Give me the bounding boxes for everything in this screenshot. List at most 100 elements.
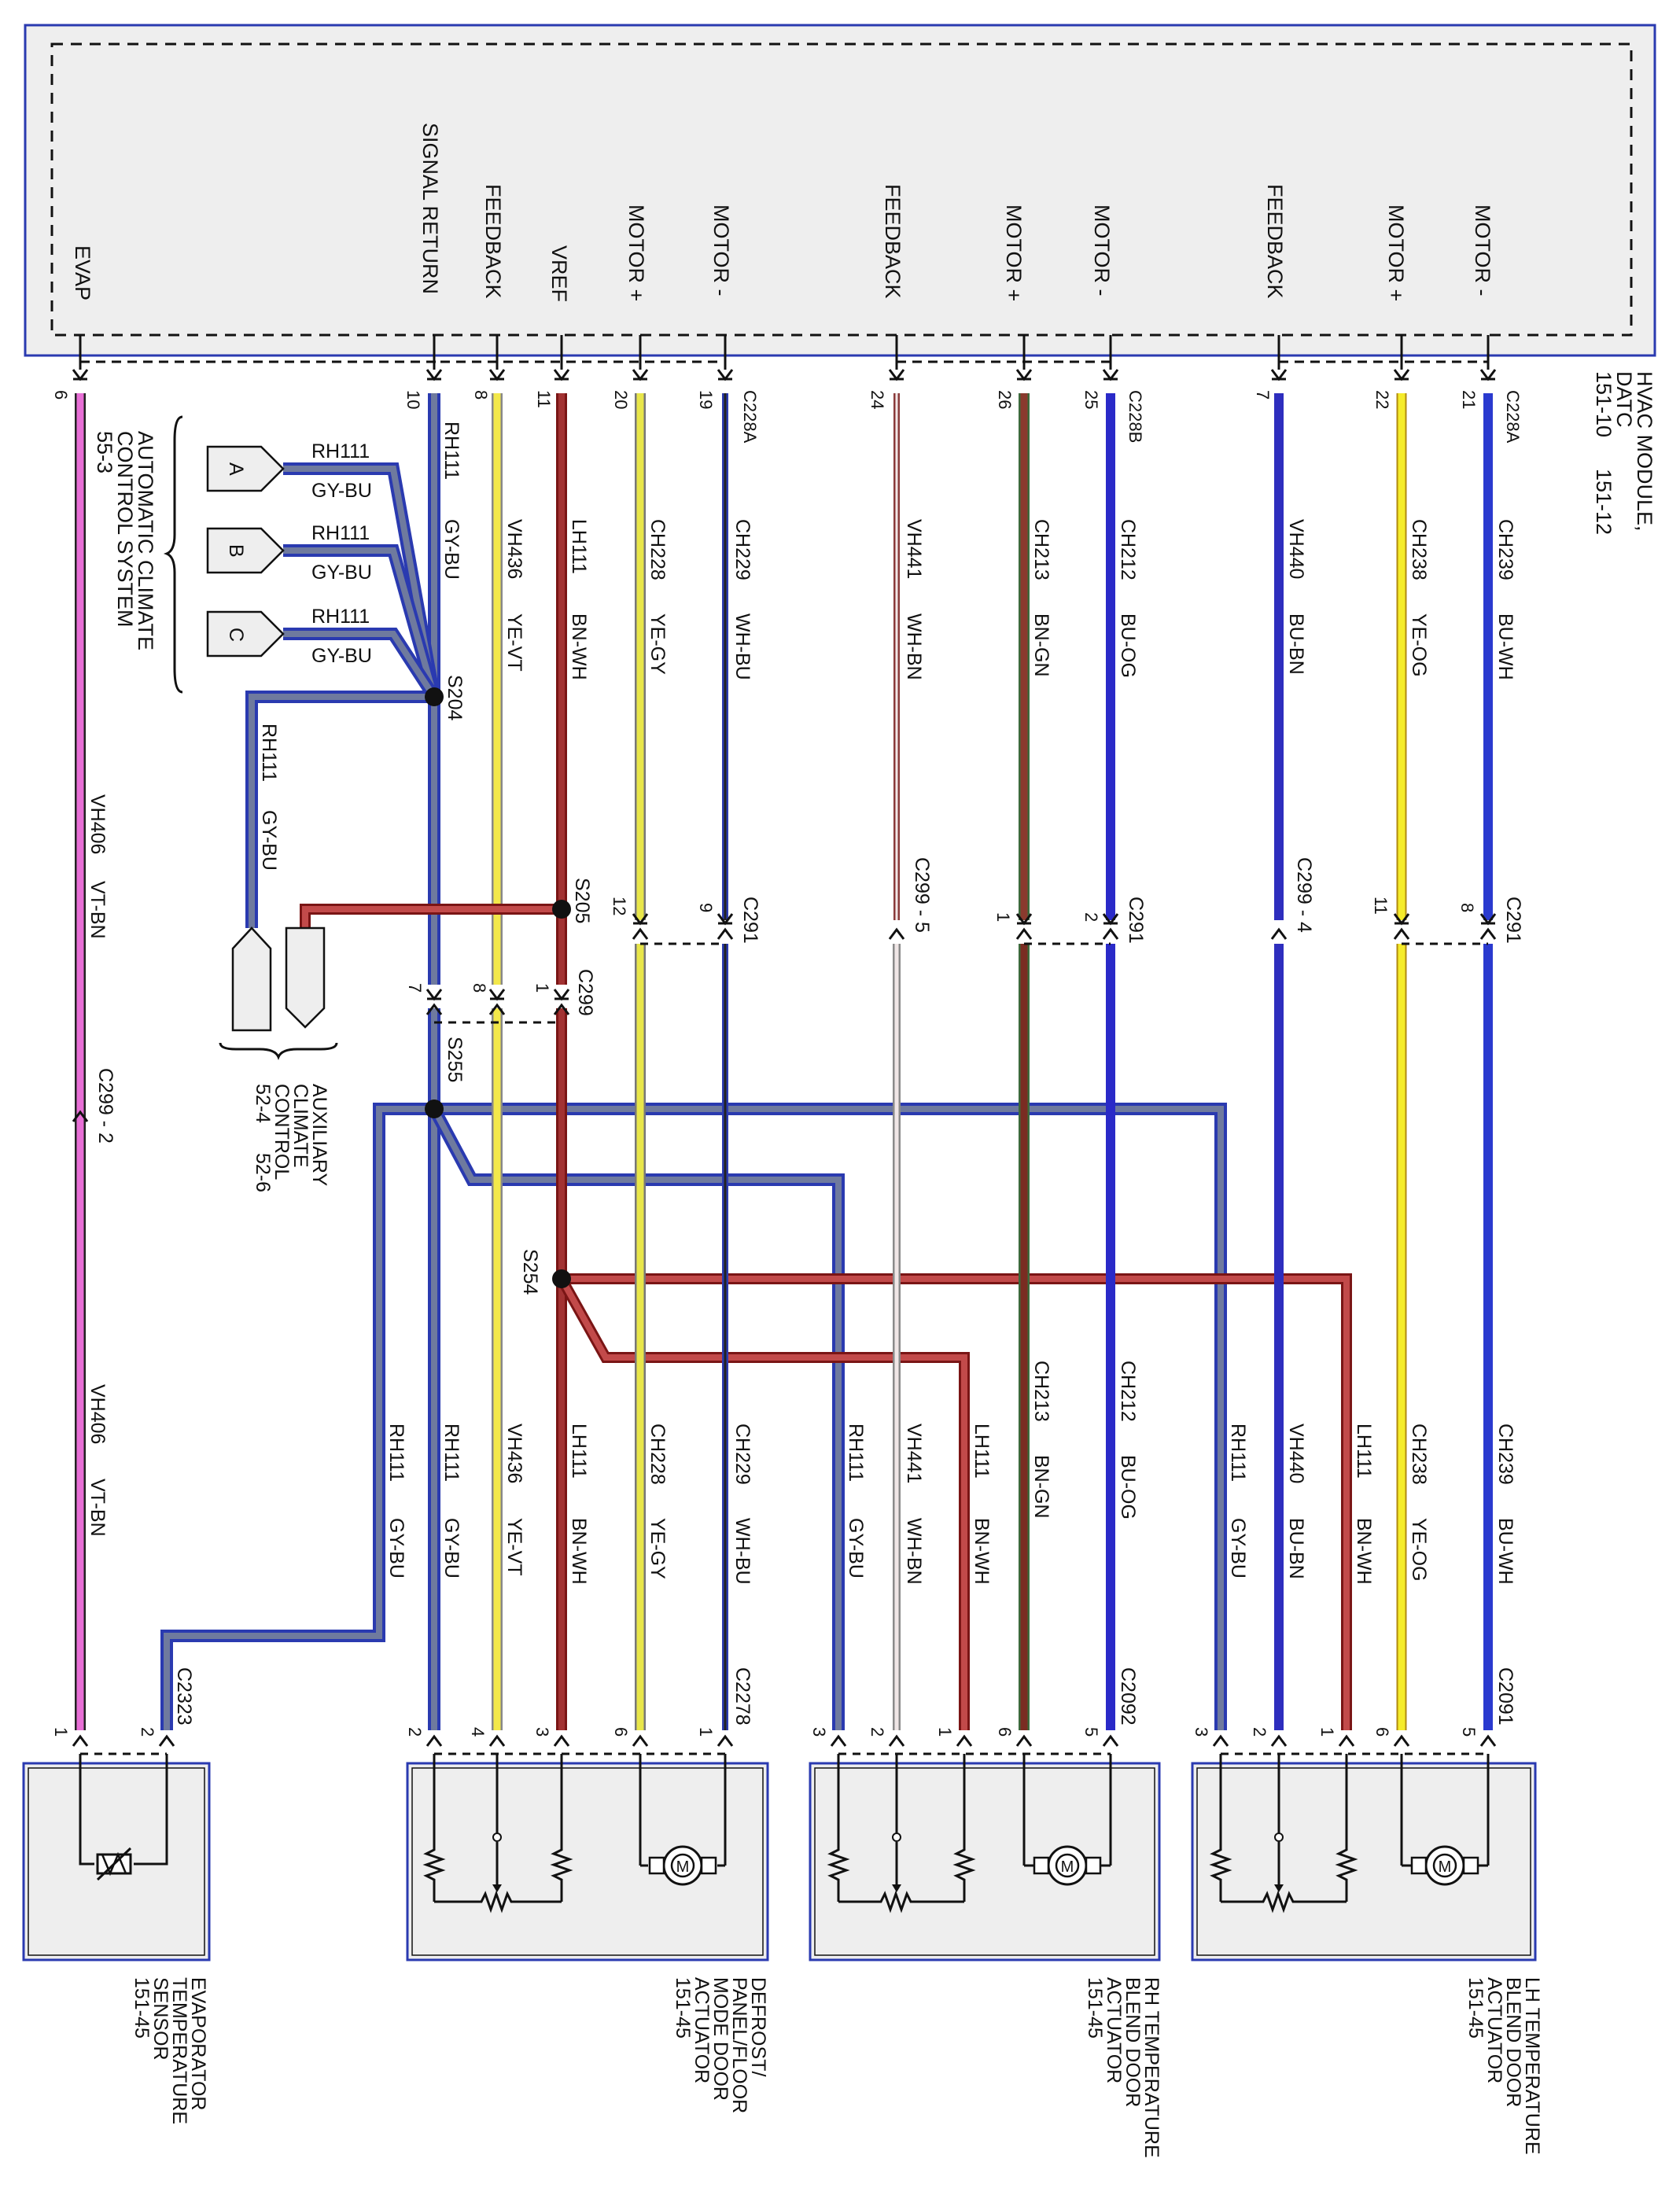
wire-label-circuit: RH111: [845, 1424, 867, 1482]
pin-number: 7: [1253, 390, 1273, 400]
connector-c228a-2: C228A: [1503, 390, 1523, 444]
hvac-pin-labels: EVAP SIGNAL RETURN FEEDBACK VREF MOTOR +…: [71, 123, 1494, 302]
pin-number: 20: [611, 390, 631, 409]
pin-number: 1: [532, 983, 552, 993]
wire-label-circuit: RH111: [440, 1424, 462, 1482]
connector-c2323: C2323: [173, 1667, 195, 1726]
wire-label-circuit: LH111: [971, 1424, 993, 1479]
connector-c2091: C2091: [1494, 1667, 1516, 1726]
pin-number: 22: [1372, 390, 1392, 409]
evaporator-sensor: EVAPORATOR TEMPERATURE SENSOR 151-45: [22, 1754, 211, 2124]
connector-c299-5: C299 - 5: [911, 857, 933, 933]
aux-tab-2: [285, 926, 326, 1029]
connector-c291-1: C291: [739, 897, 761, 944]
auto-climate-line-1: AUTOMATIC CLIMATE: [134, 431, 157, 650]
pin-number: 2: [1081, 912, 1101, 922]
pin-number: 6: [995, 1727, 1015, 1737]
pin-number: 26: [995, 390, 1015, 409]
wire-label-color: BN-WH: [1353, 1518, 1375, 1585]
wire-label-color: WH-BN: [903, 1518, 925, 1585]
pin-number: 1: [993, 912, 1013, 922]
aux-line-3: CONTROL: [271, 1084, 293, 1180]
pin-label-motor-plus-2: MOTOR +: [1002, 204, 1026, 301]
pin-number: 24: [868, 390, 887, 409]
aux-line-2: CLIMATE: [289, 1084, 311, 1168]
wire-label-color: BN-WH: [568, 1518, 590, 1585]
wire-label-color: VT-BN: [87, 881, 109, 939]
wire-label-circuit: CH212: [1117, 1361, 1139, 1422]
pin-label-motor-plus-3: MOTOR +: [1384, 204, 1408, 301]
pin-number: 2: [868, 1727, 887, 1737]
wire-label-color: VT-BN: [87, 1479, 109, 1537]
pin-label-motor-plus-1: MOTOR +: [624, 204, 648, 301]
connector-c299: C299: [574, 969, 596, 1016]
branch-b-color: GY-BU: [311, 562, 372, 584]
mode-door-actuator: DEFROST/ PANEL/FLOOR MODE DOOR ACTUATOR …: [406, 1754, 769, 2113]
tab-b: B: [206, 527, 285, 574]
component-connectors: 1 2 C2323 2 4 3 6 1 C2278 3 2 1 6 5 C209…: [51, 1667, 1516, 1755]
wire-label-circuit: RH111: [1227, 1424, 1249, 1482]
hvac-title-line-2: DATC: [1612, 371, 1636, 428]
pin-label-feedback-2: FEEDBACK: [881, 184, 904, 299]
aux-ref-2: 52-6: [252, 1153, 274, 1192]
pin-number: 11: [1371, 897, 1391, 915]
splice-s204: [425, 687, 444, 706]
wire-label-circuit: CH238: [1408, 1424, 1430, 1485]
wire-label-circuit: CH239: [1494, 519, 1516, 580]
pin-number: 19: [696, 390, 716, 409]
splice-label-s255: S255: [444, 1037, 466, 1082]
branch-c-color: GY-BU: [311, 645, 372, 667]
pin-number: 11: [534, 390, 554, 408]
wire-label-circuit: CH212: [1117, 519, 1139, 580]
pin-number: 3: [809, 1727, 829, 1737]
connector-c299-4: C299 - 4: [1293, 857, 1315, 933]
module-pin-stubs: [79, 335, 1490, 370]
splice-label-s205: S205: [571, 878, 593, 923]
tab-b-label: B: [225, 544, 247, 558]
component-label-line: 151-45: [672, 1977, 694, 2039]
wire-label-color: BN-WH: [568, 613, 590, 680]
auto-climate-line-3: 55-3: [93, 431, 116, 473]
splice-label-s204: S204: [444, 675, 466, 720]
connector-c2278: C2278: [731, 1667, 753, 1726]
component-label-line: ACTUATOR: [691, 1977, 713, 2083]
module-pin-numbers: 6 10 8 11 20 19 24 26 25 7 22 21: [51, 390, 1479, 409]
component-label-line: BLEND DOOR: [1122, 1977, 1144, 2107]
wire-label-circuit: VH440: [1285, 1424, 1307, 1483]
wire-labels-top: RH111 GY-BU VH436 YE-VT LH111 BN-WH CH22…: [87, 422, 1516, 939]
hvac-ref-1: 151-10: [1592, 371, 1616, 437]
component-label-line: 151-45: [1084, 1977, 1106, 2039]
wire-label-circuit: CH213: [1030, 1361, 1052, 1422]
splice-s254: [552, 1269, 571, 1288]
wire-rh111-main: [160, 393, 1227, 1730]
pin-number: 10: [403, 390, 423, 409]
wire-label-color: YE-OG: [1408, 613, 1430, 677]
wire-label-circuit: CH228: [647, 1424, 669, 1485]
component-label-line: SENSOR: [149, 1977, 171, 2061]
connector-c291-2: C291: [1125, 897, 1147, 944]
connector-c228a: C228A: [740, 390, 760, 444]
branch-a-color: GY-BU: [311, 480, 372, 502]
component-label-line: DEFROST/: [747, 1977, 769, 2076]
component-label-line: MODE DOOR: [709, 1977, 731, 2101]
pin-number: 2: [1250, 1727, 1269, 1737]
pin-label-feedback-1: FEEDBACK: [481, 184, 505, 299]
wire-label-color: BU-WH: [1494, 613, 1516, 680]
pin-label-signal-return: SIGNAL RETURN: [418, 123, 442, 294]
component-label-line: PANEL/FLOOR: [728, 1977, 750, 2113]
tab-a-label: A: [225, 462, 247, 476]
mid-connectors: 7 8 1 C299 12 9 C291 C299 - 5 1 2 C291 C…: [72, 857, 1524, 1144]
pin-label-motor-minus-1: MOTOR -: [709, 204, 733, 297]
wire-label-color: GY-BU: [1227, 1518, 1249, 1578]
component-label-line: 151-45: [131, 1977, 153, 2039]
component-label-line: 151-45: [1464, 1977, 1487, 2039]
wire-label-color: GY-BU: [385, 1518, 407, 1578]
hvac-title-line-1: HVAC MODULE,: [1633, 371, 1656, 532]
branch-b-circuit: RH111: [311, 522, 370, 544]
hvac-module-title: HVAC MODULE, DATC 151-10 151-12: [1592, 371, 1656, 535]
component-label-line: EVAPORATOR: [187, 1977, 209, 2110]
wire-label-circuit: CH229: [731, 519, 753, 580]
rh-blend-door-actuator: RH TEMPERATURE BLEND DOOR ACTUATOR 151-4…: [809, 1754, 1162, 2158]
wire-label-color: GY-BU: [845, 1518, 867, 1578]
